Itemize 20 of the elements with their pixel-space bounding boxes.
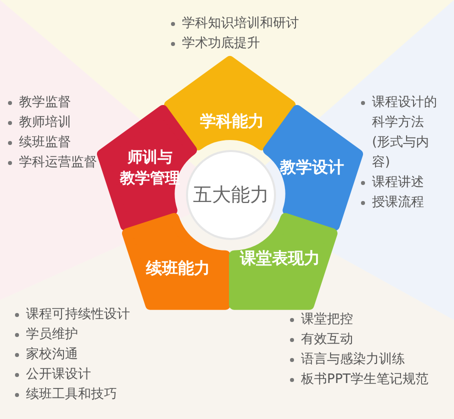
- list-item: 课堂把控: [301, 312, 353, 327]
- list-item: 课程设计的科学方法(形式与内容): [372, 95, 437, 170]
- list-item: 语言与感染力训练: [301, 352, 405, 367]
- list-item: 续班监督: [19, 135, 71, 150]
- list-item: 续班工具和技巧: [26, 387, 117, 402]
- pentagon-segment: 课堂表现力: [229, 213, 338, 310]
- list-item: 学员维护: [26, 327, 78, 342]
- list-item: 学术功底提升: [182, 36, 260, 51]
- list-item: 学科知识培训和研讨: [182, 16, 299, 31]
- pentagon-segment: 续班能力: [122, 213, 231, 310]
- list-item: 有效互动: [301, 332, 353, 347]
- list-item: 教师培训: [19, 115, 71, 130]
- list-item: 家校沟通: [26, 347, 78, 362]
- list-item: 授课流程: [372, 195, 424, 210]
- list-item: 课程讲述: [372, 175, 424, 190]
- list-item: 教学监督: [19, 95, 71, 110]
- list-item: 学科运营监督: [19, 155, 97, 170]
- pentagon-segment: 学科能力: [164, 56, 296, 150]
- list-item: 公开课设计: [26, 367, 91, 382]
- list-item: 板书PPT学生笔记规范: [301, 372, 429, 387]
